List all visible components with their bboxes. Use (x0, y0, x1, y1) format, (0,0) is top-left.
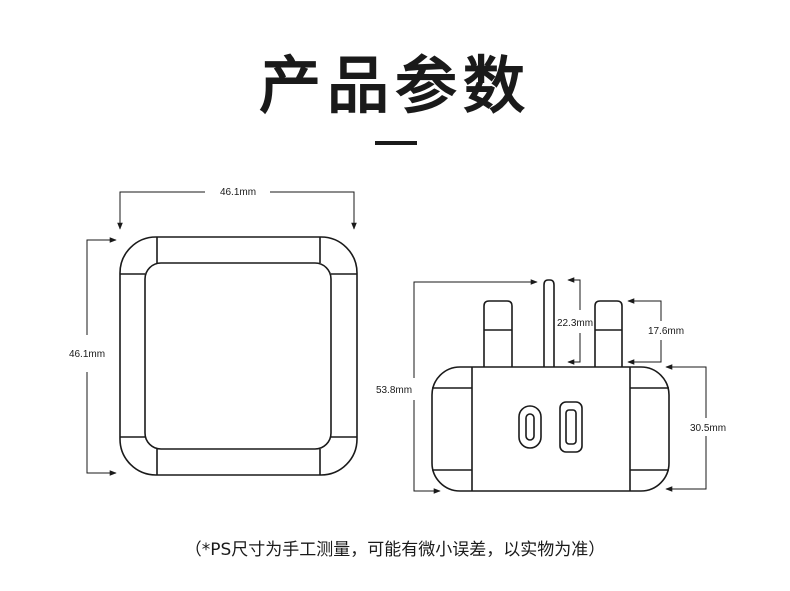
square-height-dimension (86, 237, 117, 476)
side-body-outline (431, 366, 670, 492)
total-height-label: 53.8mm (376, 385, 412, 396)
square-view (119, 236, 358, 476)
square-width-label: 46.1mm (220, 187, 256, 198)
total-height-dimension (413, 279, 538, 494)
page-title: 产品参数 (258, 49, 531, 122)
prong-dimension (627, 298, 662, 365)
square-outer-outline (119, 236, 358, 476)
square-height-label: 46.1mm (69, 349, 105, 360)
body-height-label: 30.5mm (690, 423, 726, 434)
side-view (431, 279, 670, 492)
pin-label: 22.3mm (557, 318, 593, 329)
usb-a-port-inner (565, 409, 577, 445)
square-width-dimension (117, 191, 357, 230)
usb-c-port (518, 405, 542, 449)
right-prong (594, 300, 623, 367)
usb-a-port (559, 401, 583, 453)
title-underline (375, 141, 417, 145)
prong-label: 17.6mm (648, 326, 684, 337)
usb-c-port-inner (525, 413, 535, 441)
body-height-dimension (665, 364, 707, 492)
center-pin (543, 279, 555, 367)
measurement-note: （*PS尺寸为手工测量，可能有微小误差，以实物为准） (184, 540, 606, 560)
square-inner-face (144, 262, 332, 450)
left-prong (483, 300, 513, 367)
pin-dimension (567, 277, 581, 365)
